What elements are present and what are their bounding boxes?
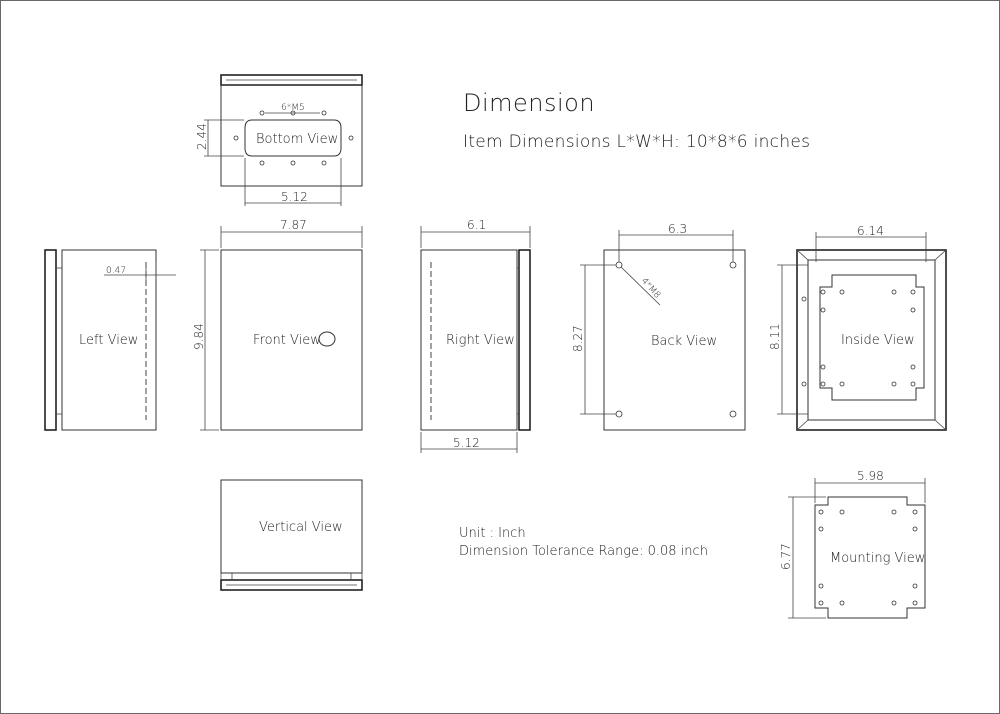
inside-width-dim: 6.14 xyxy=(857,224,884,238)
front-view-label: Front View xyxy=(253,333,321,348)
front-view-body xyxy=(220,249,363,431)
front-width-dim: 7.87 xyxy=(280,218,307,232)
vertical-view-label: Vertical View xyxy=(259,520,343,535)
right-depth-dim: 5.12 xyxy=(453,436,480,450)
vertical-view: Vertical View xyxy=(220,479,363,591)
mounting-height-dim: 6.77 xyxy=(779,543,793,570)
back-view-label: Back View xyxy=(651,334,717,349)
back-view: 4*M8 Back View 6.3 8.27 xyxy=(571,222,746,431)
inside-view: Inside View 6.14 8.11 xyxy=(768,224,947,431)
bottom-view-label: Bottom View xyxy=(256,132,338,147)
bottom-height-dim: 2.44 xyxy=(195,123,209,150)
right-width-dim: 6.1 xyxy=(467,218,486,232)
unit-note: Unit : Inch xyxy=(459,526,526,541)
back-holes-label: 4*M8 xyxy=(639,276,662,300)
inside-view-label: Inside View xyxy=(841,333,915,348)
right-view-door xyxy=(518,249,531,431)
back-height-dim: 8.27 xyxy=(571,325,585,352)
right-view-body xyxy=(420,249,518,431)
bottom-view: 6*M5 Bottom View 2.44 5.12 xyxy=(195,74,363,206)
lock-icon xyxy=(318,331,336,347)
front-height-dim: 9.84 xyxy=(192,323,206,350)
drawing-title: Dimension xyxy=(463,89,595,117)
right-view-label: Right View xyxy=(446,333,515,348)
bottom-view-body xyxy=(220,84,363,187)
bottom-holes-label: 6*M5 xyxy=(281,103,305,113)
left-view-body xyxy=(61,249,157,431)
inside-height-dim: 8.11 xyxy=(768,323,782,350)
mounting-plate xyxy=(814,496,926,619)
bottom-width-dim: 5.12 xyxy=(281,190,308,204)
tolerance-note: Dimension Tolerance Range: 0.08 inch xyxy=(459,544,708,559)
bottom-view-cutout xyxy=(244,119,342,157)
right-view: Right View 6.1 5.12 xyxy=(420,218,531,453)
inside-view-frame xyxy=(796,249,947,431)
back-width-dim: 6.3 xyxy=(668,222,687,236)
left-view: 0.47 Left View xyxy=(44,249,176,431)
mounting-width-dim: 5.98 xyxy=(857,469,884,483)
mounting-view-label: Mounting View xyxy=(830,551,925,566)
left-view-label: Left View xyxy=(79,333,138,348)
mounting-view: Mounting View 5.98 6.77 xyxy=(779,469,926,619)
item-dimensions: Item Dimensions L*W*H: 10*8*6 inches xyxy=(463,132,810,152)
inside-mounting-plate xyxy=(819,274,925,401)
left-view-door xyxy=(44,249,57,431)
left-offset-dim: 0.47 xyxy=(106,266,126,276)
back-view-body xyxy=(603,249,746,431)
vertical-view-body xyxy=(220,479,363,574)
vertical-view-flange xyxy=(220,579,363,591)
front-view: Front View 7.87 9.84 xyxy=(192,218,363,431)
